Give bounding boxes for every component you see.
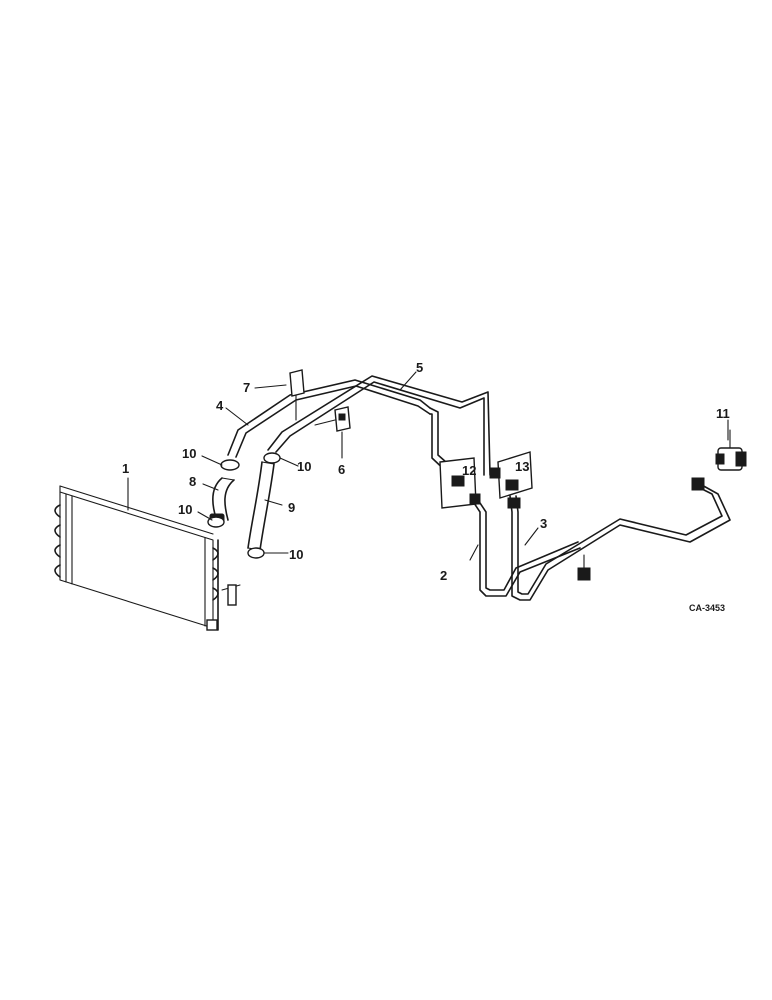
valve-11 xyxy=(715,429,747,471)
plate-13 xyxy=(489,451,533,499)
callout-5: 5 xyxy=(416,360,423,375)
tube-4 xyxy=(227,379,431,458)
leader-lines xyxy=(127,371,729,561)
callout-11: 11 xyxy=(716,406,730,421)
callout-9: 9 xyxy=(288,500,295,515)
callout-10-a: 10 xyxy=(182,446,196,461)
bracket-6 xyxy=(314,406,351,432)
callout-10-b: 10 xyxy=(297,459,311,474)
plate-12 xyxy=(439,457,481,509)
callout-2: 2 xyxy=(440,568,447,583)
fitting-lower xyxy=(577,554,591,581)
callout-10-d: 10 xyxy=(289,547,303,562)
condenser-core xyxy=(54,485,241,631)
callout-7: 7 xyxy=(243,380,250,395)
bracket-7 xyxy=(289,369,305,421)
hose-9 xyxy=(247,461,275,551)
callout-6: 6 xyxy=(338,462,345,477)
callout-labels: 1 2 3 4 5 6 7 8 9 10 10 10 10 11 12 13 C… xyxy=(122,360,730,613)
callout-13: 13 xyxy=(515,459,529,474)
callout-4: 4 xyxy=(216,398,224,413)
callout-10-c: 10 xyxy=(178,502,192,517)
callout-8: 8 xyxy=(189,474,196,489)
tube-2 xyxy=(471,499,581,597)
hose-clamps xyxy=(207,452,281,559)
figure-code: CA-3453 xyxy=(689,603,725,613)
callout-3: 3 xyxy=(540,516,547,531)
callout-12: 12 xyxy=(462,463,476,478)
callout-1: 1 xyxy=(122,461,129,476)
tube-3 xyxy=(507,477,731,601)
